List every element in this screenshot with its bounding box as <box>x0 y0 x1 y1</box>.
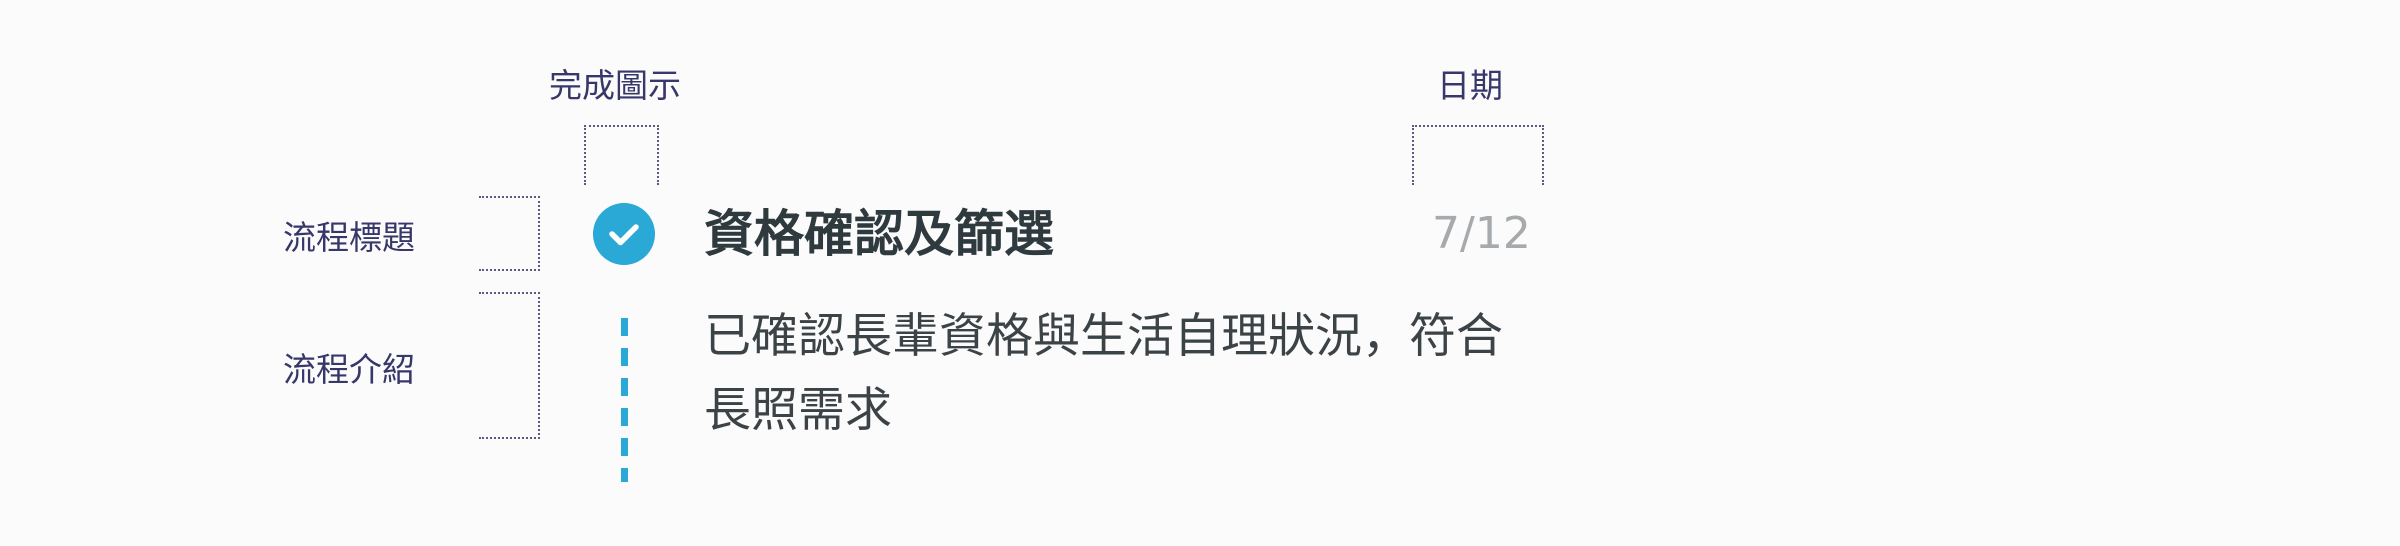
annotation-completed-icon-label: 完成圖示 <box>549 66 681 105</box>
annotation-date-label: 日期 <box>1437 66 1503 105</box>
date-bracket <box>1412 125 1544 185</box>
process-description-bracket <box>479 292 540 439</box>
check-circle-icon <box>593 203 655 265</box>
step-description: 已確認長輩資格與生活自理狀況，符合長照需求 <box>704 309 1503 438</box>
annotation-process-title-label: 流程標題 <box>283 218 415 257</box>
annotation-process-description-label: 流程介紹 <box>283 350 415 389</box>
step-title: 資格確認及篩選 <box>704 205 1054 263</box>
timeline-connector-line <box>621 318 628 482</box>
completed-icon-bracket <box>584 125 659 185</box>
process-title-bracket <box>479 196 540 271</box>
step-date: 7/12 <box>1432 208 1531 259</box>
